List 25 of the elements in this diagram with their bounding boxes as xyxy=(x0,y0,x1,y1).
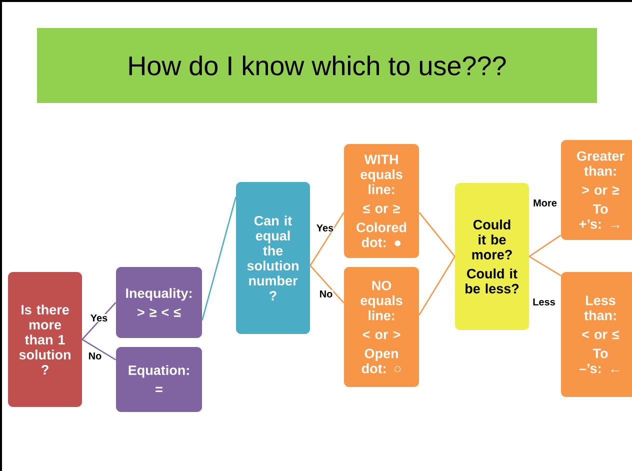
flow-box: Less than: < or ≤ To –’s: ← xyxy=(561,272,632,397)
connector-line xyxy=(82,338,116,360)
flow-box: WITH equals line: ≤ or ≥ Colored dot: ● xyxy=(344,144,419,258)
flow-box: Inequality: > ≥ < ≤ xyxy=(116,267,202,338)
edge-label: More xyxy=(532,199,558,207)
title-banner: How do I know which to use??? xyxy=(37,28,597,103)
flow-box: Is there more than 1 solution ? xyxy=(8,272,82,407)
connector-line xyxy=(528,234,562,258)
connector-line xyxy=(418,256,456,316)
connector-line xyxy=(310,265,344,304)
connector-line xyxy=(82,302,116,340)
connector-line xyxy=(418,212,456,257)
connector-line xyxy=(528,256,562,276)
edge-label: No xyxy=(318,290,334,298)
edge-label: Less xyxy=(532,298,556,306)
edge-label: Yes xyxy=(90,314,108,322)
edge-label: Yes xyxy=(316,224,334,232)
flow-box: Equation: = xyxy=(116,347,202,412)
connector-line xyxy=(202,196,236,321)
flow-box: Could it be more? Could it be less? xyxy=(455,183,529,330)
flow-box: Greater than: > or ≥ To +’s: → xyxy=(561,140,632,240)
edge-label: No xyxy=(88,352,102,360)
connector-line xyxy=(310,212,344,266)
flow-box: Can it equal the solution number ? xyxy=(236,182,310,334)
flow-box: NO equals line: < or > Open dot: ○ xyxy=(344,267,419,387)
